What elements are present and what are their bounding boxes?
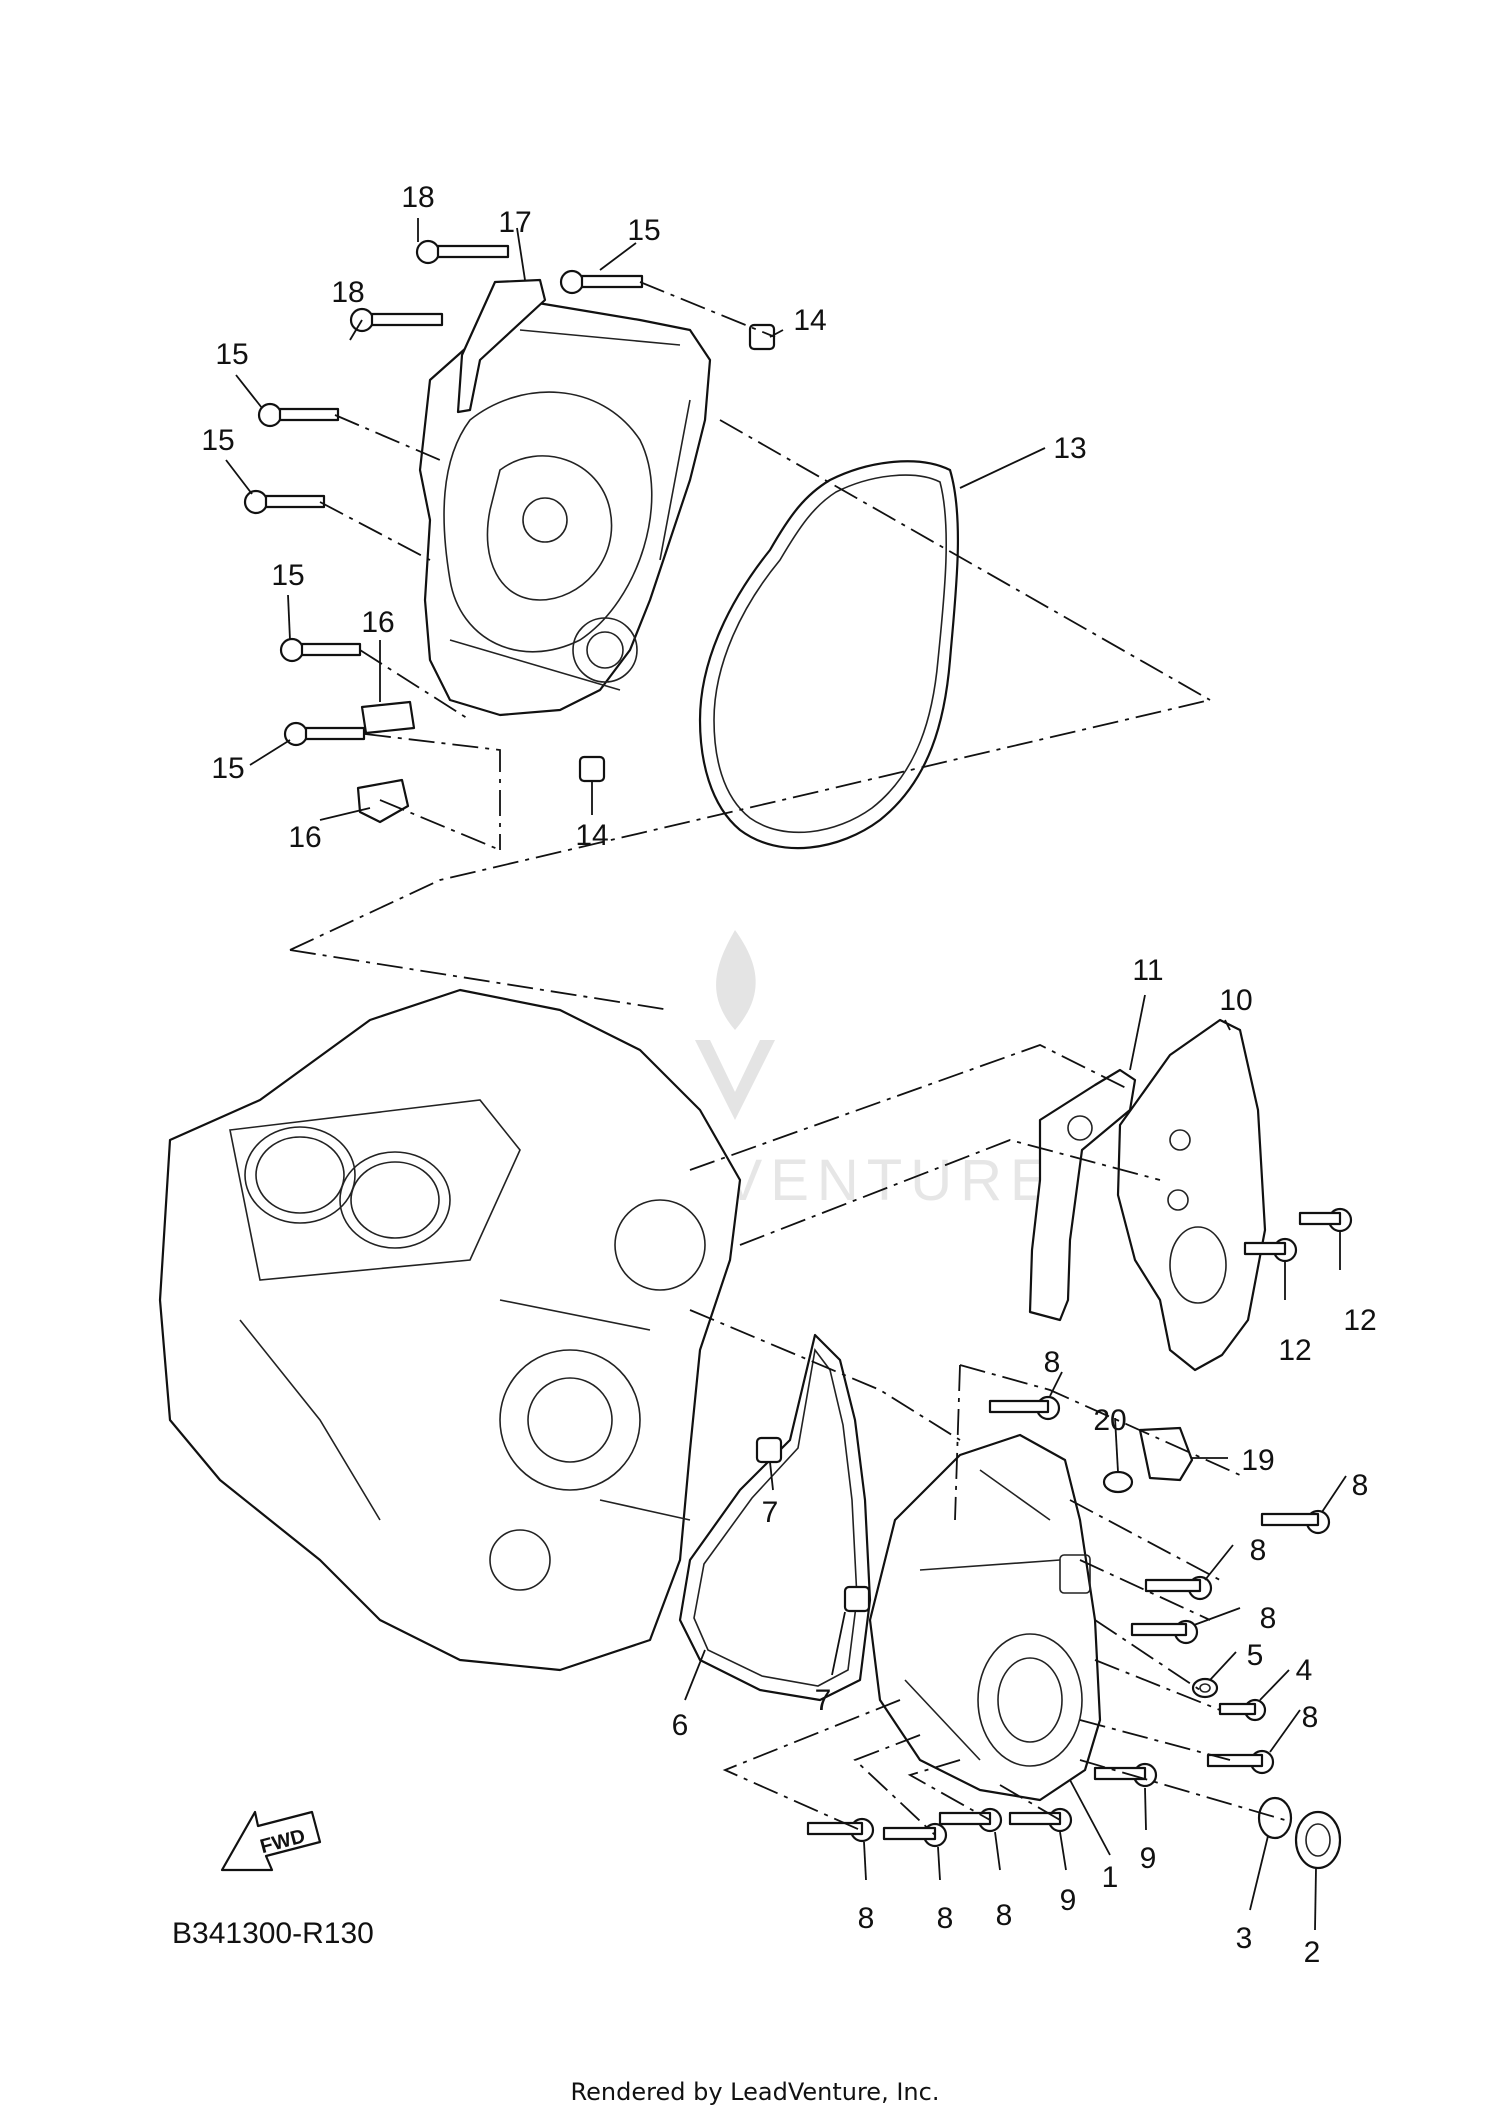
plug-2 bbox=[1294, 1810, 1342, 1870]
bolt-12-upper bbox=[1298, 1207, 1353, 1233]
callout-4: 4 bbox=[1296, 1654, 1313, 1687]
callout-11: 11 bbox=[1132, 954, 1163, 987]
crankcase-cover-gasket bbox=[698, 460, 959, 850]
dowel-pin-7-lower bbox=[843, 1585, 871, 1613]
o-ring-3 bbox=[1257, 1796, 1293, 1840]
callout-8-right-4: 8 bbox=[1302, 1701, 1319, 1734]
callout-7-lower: 7 bbox=[815, 1684, 832, 1717]
leader-lines bbox=[225, 218, 1347, 1931]
inner-crankcase-cover bbox=[418, 298, 712, 717]
callout-10: 10 bbox=[1219, 984, 1252, 1017]
callout-9-bottom: 9 bbox=[1060, 1884, 1077, 1917]
alignment-lines-upper bbox=[289, 281, 1211, 1011]
generator-cover bbox=[868, 1433, 1102, 1802]
callout-13: 13 bbox=[1053, 432, 1086, 465]
callout-15-3: 15 bbox=[271, 559, 304, 592]
bolt-18-upper bbox=[415, 239, 510, 265]
callout-8-bottom-2: 8 bbox=[937, 1902, 954, 1935]
crankcase bbox=[158, 988, 742, 1672]
alignment-lines-lower bbox=[689, 1044, 1286, 1836]
callout-12-upper: 12 bbox=[1343, 1304, 1376, 1337]
callout-1: 1 bbox=[1102, 1861, 1119, 1894]
callout-17: 17 bbox=[498, 206, 531, 239]
callout-2: 2 bbox=[1304, 1936, 1321, 1969]
sprocket-guard-11 bbox=[1028, 1068, 1137, 1322]
bolt-15-4 bbox=[283, 721, 366, 747]
bolt-8-top bbox=[988, 1395, 1061, 1421]
bolt-8-right-1 bbox=[1260, 1509, 1331, 1535]
bolt-8-bottom-3 bbox=[938, 1807, 1003, 1833]
callout-3: 3 bbox=[1236, 1922, 1253, 1955]
generator-cover-gasket bbox=[678, 1333, 872, 1702]
sprocket-cover-10 bbox=[1116, 1018, 1267, 1372]
callout-20: 20 bbox=[1093, 1404, 1126, 1437]
dowel-pin-7-upper bbox=[755, 1436, 783, 1464]
bolt-8-right-3 bbox=[1130, 1619, 1199, 1645]
callout-numbers: 18 17 15 14 13 18 15 15 15 16 15 16 14 1… bbox=[201, 181, 1376, 1969]
fwd-arrow-icon: FWD bbox=[220, 1810, 322, 1872]
bolt-4 bbox=[1218, 1698, 1267, 1722]
callout-9-right: 9 bbox=[1140, 1842, 1157, 1875]
callout-18-upper: 18 bbox=[401, 181, 434, 214]
callout-15-2: 15 bbox=[201, 424, 234, 457]
clamp-16-upper bbox=[360, 700, 416, 735]
callout-8-bottom-1: 8 bbox=[858, 1902, 875, 1935]
callout-16-lower: 16 bbox=[288, 821, 321, 854]
callout-8-top: 8 bbox=[1044, 1346, 1061, 1379]
bolt-18-lower bbox=[349, 307, 444, 333]
callout-8-right-3: 8 bbox=[1260, 1602, 1277, 1635]
bolt-15-1 bbox=[257, 402, 340, 428]
callout-19: 19 bbox=[1241, 1444, 1274, 1477]
callout-8-right-1: 8 bbox=[1352, 1469, 1369, 1502]
callout-14-upper: 14 bbox=[793, 304, 826, 337]
callout-8-right-2: 8 bbox=[1250, 1534, 1267, 1567]
bolt-8-bottom-2 bbox=[882, 1822, 948, 1848]
bolt-15-top bbox=[559, 269, 644, 295]
oil-filler-plug-19 bbox=[1138, 1426, 1194, 1482]
washer-5 bbox=[1191, 1677, 1219, 1699]
bracket-17 bbox=[456, 278, 547, 414]
bolt-8-right-2 bbox=[1144, 1575, 1213, 1601]
dowel-pin-14-lower bbox=[578, 755, 606, 783]
callout-18-lower: 18 bbox=[331, 276, 364, 309]
diagram-code: B341300-R130 bbox=[172, 1917, 374, 1950]
bolt-9-bottom bbox=[1008, 1807, 1073, 1833]
o-ring-20 bbox=[1102, 1470, 1134, 1494]
callout-15-1: 15 bbox=[215, 338, 248, 371]
callout-16-upper: 16 bbox=[361, 606, 394, 639]
bolt-15-3 bbox=[279, 637, 362, 663]
callout-15-4: 15 bbox=[211, 752, 244, 785]
bolt-8-bottom-1 bbox=[806, 1817, 875, 1843]
callout-7-upper: 7 bbox=[762, 1496, 779, 1529]
footer-credit: Rendered by LeadVenture, Inc. bbox=[571, 2078, 940, 2106]
bolt-8-right-4 bbox=[1206, 1749, 1275, 1775]
callout-8-bottom-3: 8 bbox=[996, 1899, 1013, 1932]
callout-5: 5 bbox=[1247, 1639, 1264, 1672]
callout-6: 6 bbox=[672, 1709, 689, 1742]
bolt-12-lower bbox=[1243, 1237, 1298, 1263]
callout-15-top: 15 bbox=[627, 214, 660, 247]
bolt-15-2 bbox=[243, 489, 326, 515]
callout-14-lower: 14 bbox=[575, 819, 608, 852]
callout-12-lower: 12 bbox=[1278, 1334, 1311, 1367]
